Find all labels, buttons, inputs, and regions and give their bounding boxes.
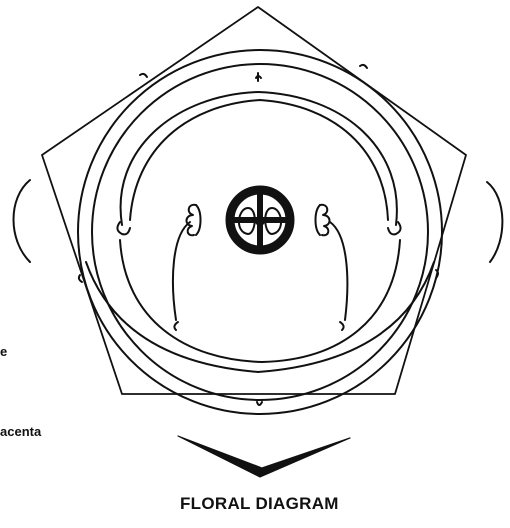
left-label-2: acenta bbox=[0, 424, 41, 439]
stamen-hook-left bbox=[117, 222, 130, 234]
stamen-hook-lower-right bbox=[340, 322, 344, 330]
stamen-arc-inner-bottom bbox=[120, 240, 400, 362]
ovary bbox=[230, 190, 290, 250]
stamen-hook-right bbox=[388, 222, 401, 234]
placenta-center bbox=[255, 216, 265, 226]
ring-notch-bottom bbox=[257, 402, 262, 405]
ring-notch-left-top bbox=[140, 74, 147, 77]
diagram-title: FLORAL DIAGRAM bbox=[180, 494, 339, 514]
bracteole-left bbox=[14, 180, 31, 262]
ring-notch-right-top bbox=[360, 65, 367, 68]
stamen-hook-lower-left bbox=[174, 322, 178, 330]
bracteole-right bbox=[487, 182, 502, 262]
filament-right bbox=[330, 222, 347, 320]
ring-notch-top bbox=[256, 73, 261, 81]
anther-left bbox=[186, 205, 200, 236]
filament-left bbox=[173, 222, 190, 320]
anther-right bbox=[316, 205, 330, 236]
bract-bottom bbox=[178, 436, 350, 477]
stamen-arc-top-right bbox=[258, 92, 397, 225]
left-label-1: e bbox=[0, 344, 7, 359]
ring-notch-left bbox=[79, 275, 82, 282]
